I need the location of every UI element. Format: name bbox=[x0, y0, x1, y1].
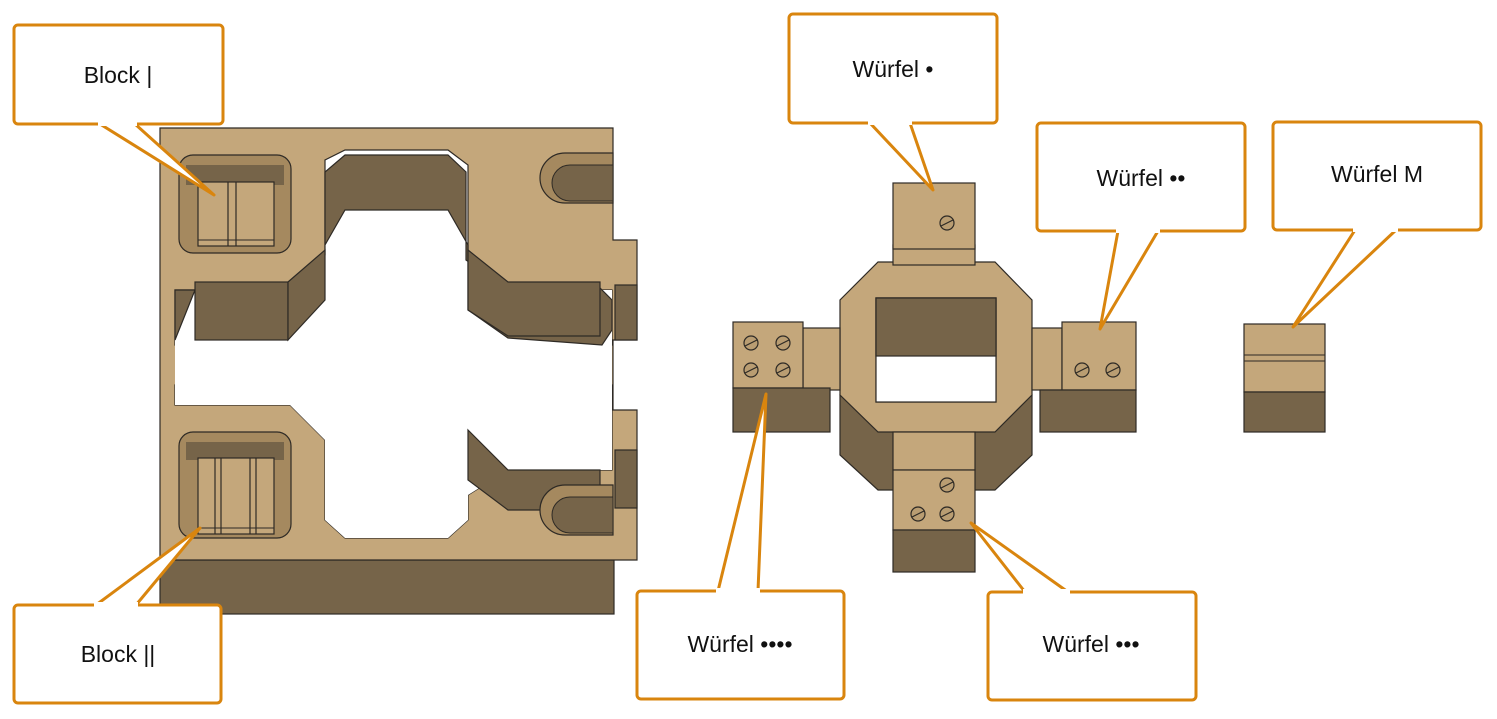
pocket-lower-wall bbox=[186, 442, 284, 460]
slot-top-right-inner bbox=[551, 164, 614, 202]
cavity-wall-upper-bevel bbox=[287, 248, 326, 342]
cavity-wall-upper-left bbox=[194, 281, 289, 341]
pin-right bbox=[1031, 327, 1063, 391]
pin-bottom bbox=[892, 431, 976, 471]
cube-2-top bbox=[1061, 321, 1137, 391]
label-block-2: Block || bbox=[81, 641, 156, 667]
cube-m-side bbox=[1243, 391, 1326, 433]
cube-4-screws bbox=[743, 335, 791, 378]
ring-assembly bbox=[732, 182, 1137, 573]
block-2-part bbox=[197, 457, 275, 535]
cube-4-top bbox=[732, 321, 804, 389]
edge-notch-lower bbox=[614, 449, 638, 509]
cube-m bbox=[1243, 323, 1326, 433]
cube-m-top bbox=[1243, 323, 1326, 393]
pin-left bbox=[802, 327, 841, 391]
cube-2-side bbox=[1039, 389, 1137, 433]
cavity-wall-upper-right bbox=[467, 248, 601, 337]
cube-1 bbox=[892, 182, 976, 250]
cube-3-side bbox=[892, 529, 976, 573]
base-block-side bbox=[159, 559, 615, 615]
slot-bottom-right-inner bbox=[551, 496, 614, 534]
edge-notch-upper bbox=[614, 284, 638, 341]
label-wuerfel-m: Würfel M bbox=[1331, 161, 1423, 187]
callout-wuerfel-3: Würfel ••• bbox=[969, 521, 1198, 702]
callout-wuerfel-1: Würfel • bbox=[787, 12, 999, 192]
label-wuerfel-2: Würfel •• bbox=[1097, 165, 1186, 191]
callout-wuerfel-m: Würfel M bbox=[1271, 120, 1483, 329]
label-wuerfel-3: Würfel ••• bbox=[1043, 631, 1140, 657]
label-wuerfel-4: Würfel •••• bbox=[687, 631, 792, 657]
label-block-1: Block | bbox=[84, 62, 153, 88]
callout-wuerfel-2: Würfel •• bbox=[1035, 121, 1247, 331]
pocket-upper-wall bbox=[186, 165, 284, 185]
callout-block-2: Block || bbox=[12, 526, 223, 705]
label-wuerfel-1: Würfel • bbox=[853, 56, 934, 82]
cube-3-top bbox=[892, 469, 976, 531]
base-block bbox=[159, 127, 638, 615]
callout-block-1: Block | bbox=[12, 23, 225, 197]
cube-4-side bbox=[732, 387, 831, 433]
callout-wuerfel-4: Würfel •••• bbox=[635, 392, 846, 701]
ring-hole-wall-face bbox=[884, 304, 988, 352]
